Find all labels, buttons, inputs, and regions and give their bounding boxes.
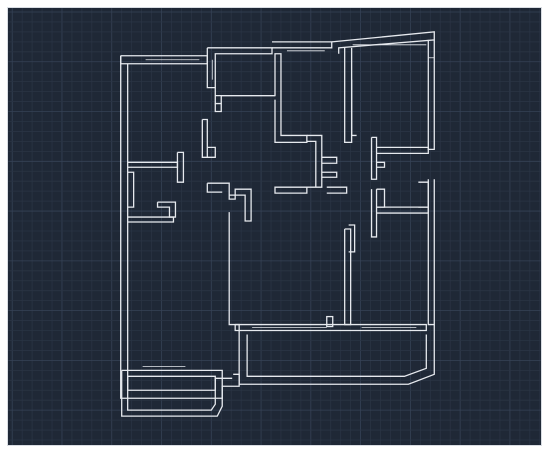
cad-drawing-canvas[interactable] <box>7 7 542 446</box>
exterior-walls <box>120 31 435 399</box>
balcony-right <box>234 315 427 332</box>
windows <box>145 44 435 80</box>
drawing-grid <box>8 8 541 445</box>
interior-walls <box>127 47 429 326</box>
floor-plan <box>120 31 435 417</box>
balcony-left <box>121 365 223 417</box>
